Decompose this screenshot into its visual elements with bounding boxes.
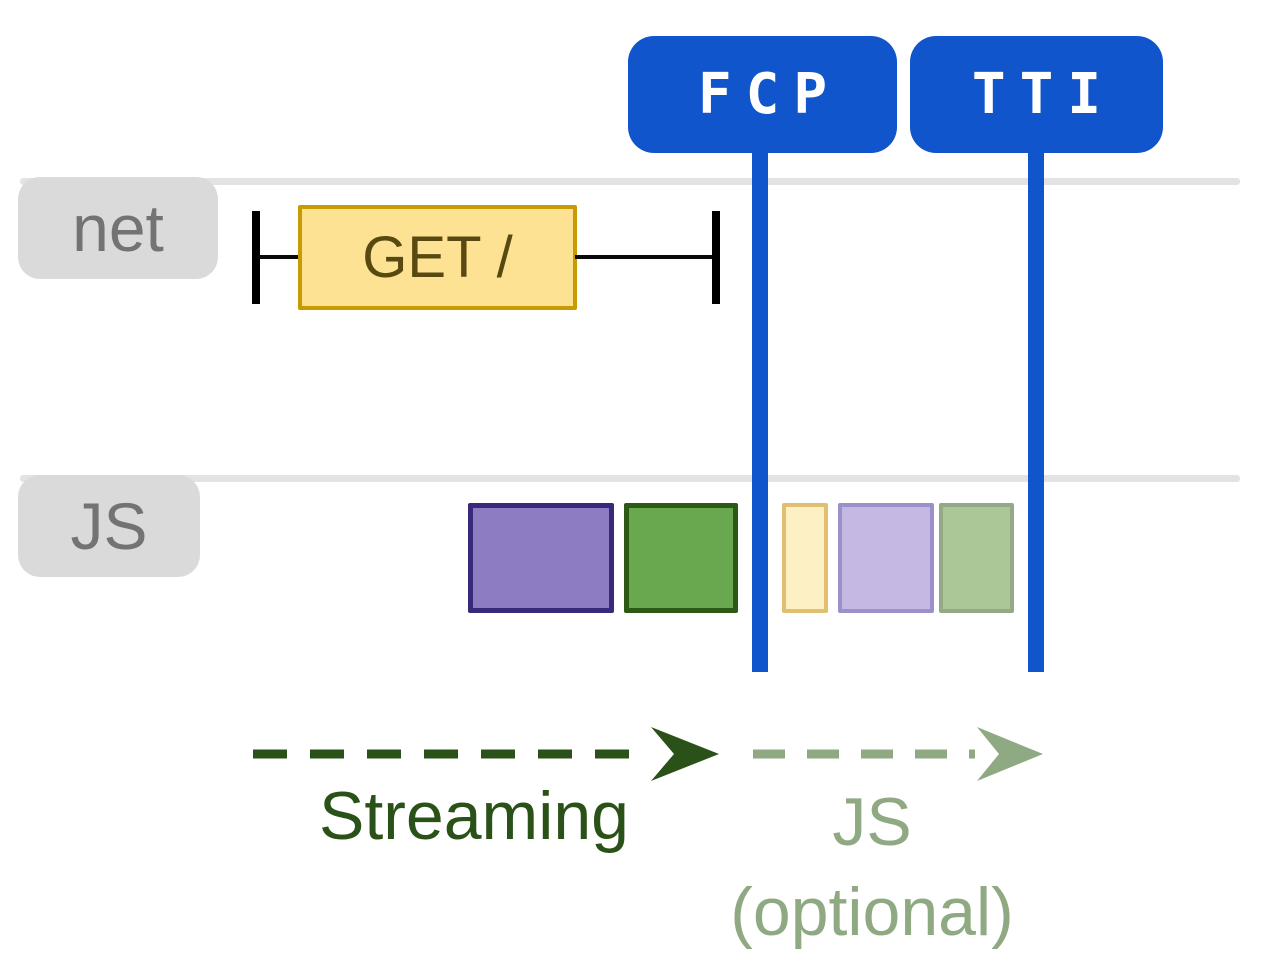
request-connector-left	[258, 255, 302, 259]
get-request-label: GET /	[362, 225, 513, 290]
streaming-phase-label: Streaming	[319, 778, 629, 854]
js-lane-label: JS	[70, 489, 148, 563]
fcp-badge-label: FCP	[697, 62, 842, 127]
js-optional-phase-label-main: JS	[832, 784, 912, 860]
js-optional-phase-label: JS (optional)	[682, 782, 1062, 952]
net-lane-tab: net	[18, 177, 218, 279]
fcp-badge: FCP	[628, 36, 897, 153]
request-connector-right	[575, 255, 715, 259]
js-lane-line	[20, 475, 1240, 482]
request-start-tick-icon	[252, 211, 260, 304]
js-task-faded-green	[939, 503, 1014, 613]
js-optional-phase-label-sub: (optional)	[730, 874, 1014, 951]
js-task-faded-yellow	[782, 503, 828, 613]
js-optional-arrow-icon	[753, 727, 1043, 781]
net-lane-line	[20, 178, 1240, 185]
js-task-green	[624, 503, 738, 613]
get-request-box: GET /	[298, 205, 577, 310]
js-lane-tab: JS	[18, 475, 200, 577]
request-end-tick-icon	[712, 211, 720, 304]
js-task-faded-purple	[838, 503, 934, 613]
fcp-marker-line	[752, 148, 768, 672]
js-task-purple	[468, 503, 614, 613]
tti-badge: TTI	[910, 36, 1163, 153]
tti-badge-label: TTI	[971, 62, 1116, 127]
net-lane-label: net	[72, 191, 164, 265]
streaming-arrow-icon	[253, 727, 719, 781]
tti-marker-line	[1028, 148, 1044, 672]
